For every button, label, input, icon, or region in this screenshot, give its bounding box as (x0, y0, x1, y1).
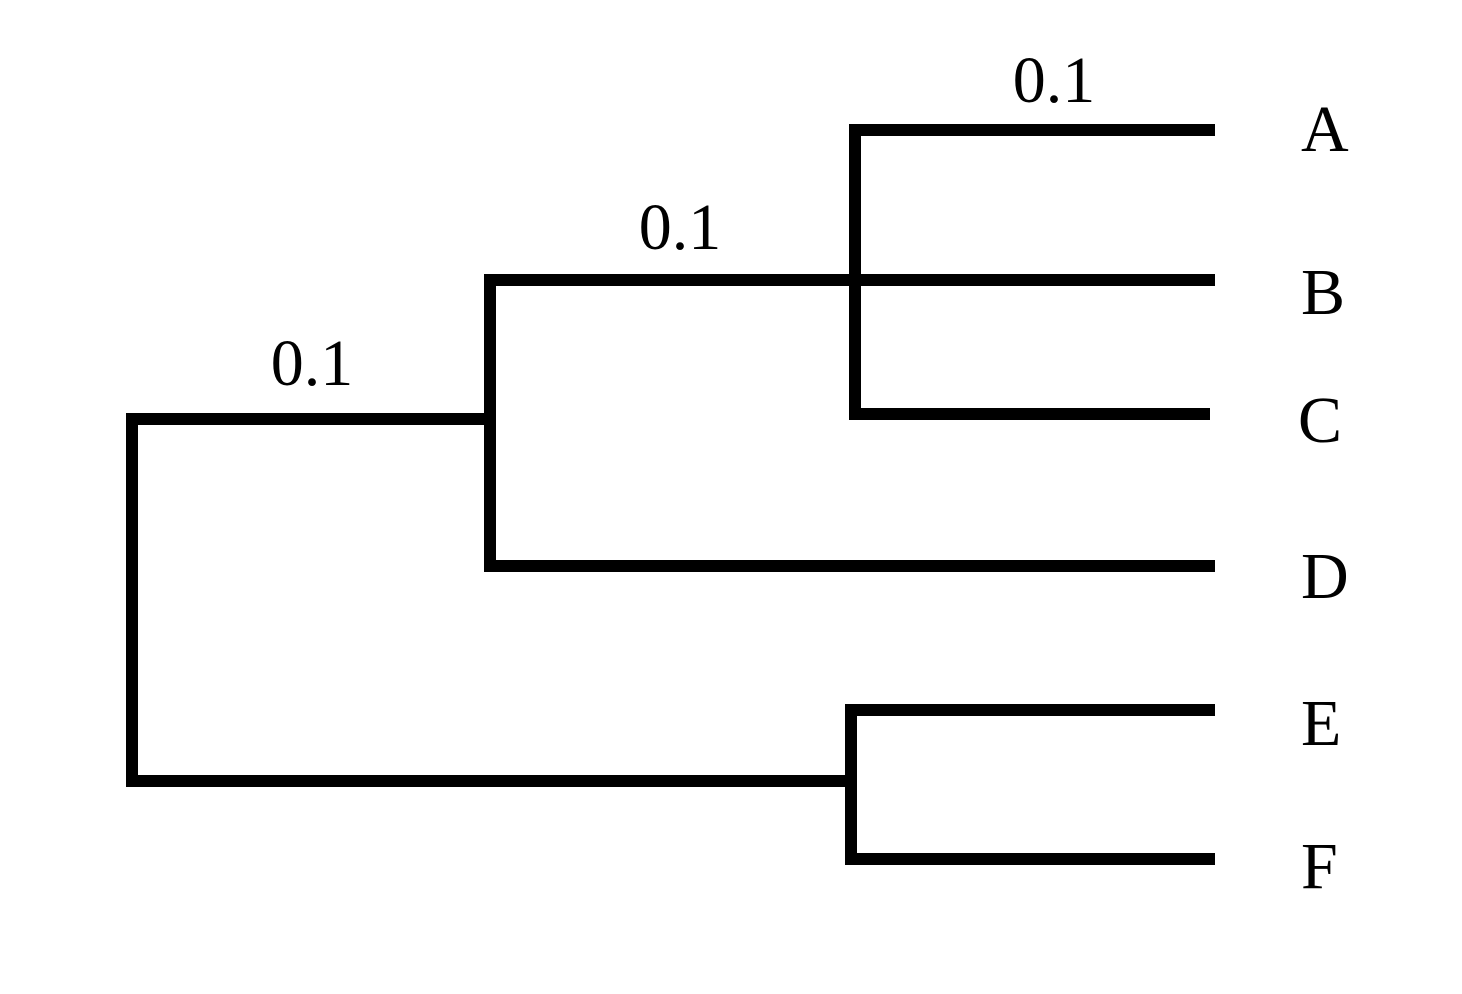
clade-abc-branch (849, 124, 1215, 420)
leaf-label-f: F (1301, 830, 1338, 903)
leaf-label-a: A (1301, 93, 1349, 166)
leaf-label-d: D (1301, 540, 1349, 613)
branch-length-label-middle: 0.1 (639, 191, 722, 264)
leaf-label-c: C (1298, 384, 1342, 457)
clade-ef-branch (845, 704, 1215, 865)
branch-length-label-top: 0.1 (1013, 44, 1096, 117)
branch-length-label-lower: 0.1 (271, 327, 354, 400)
root-branch (126, 413, 853, 787)
clade-abcd-branch (484, 274, 1215, 572)
leaf-label-b: B (1301, 256, 1345, 329)
leaf-label-e: E (1301, 687, 1341, 760)
